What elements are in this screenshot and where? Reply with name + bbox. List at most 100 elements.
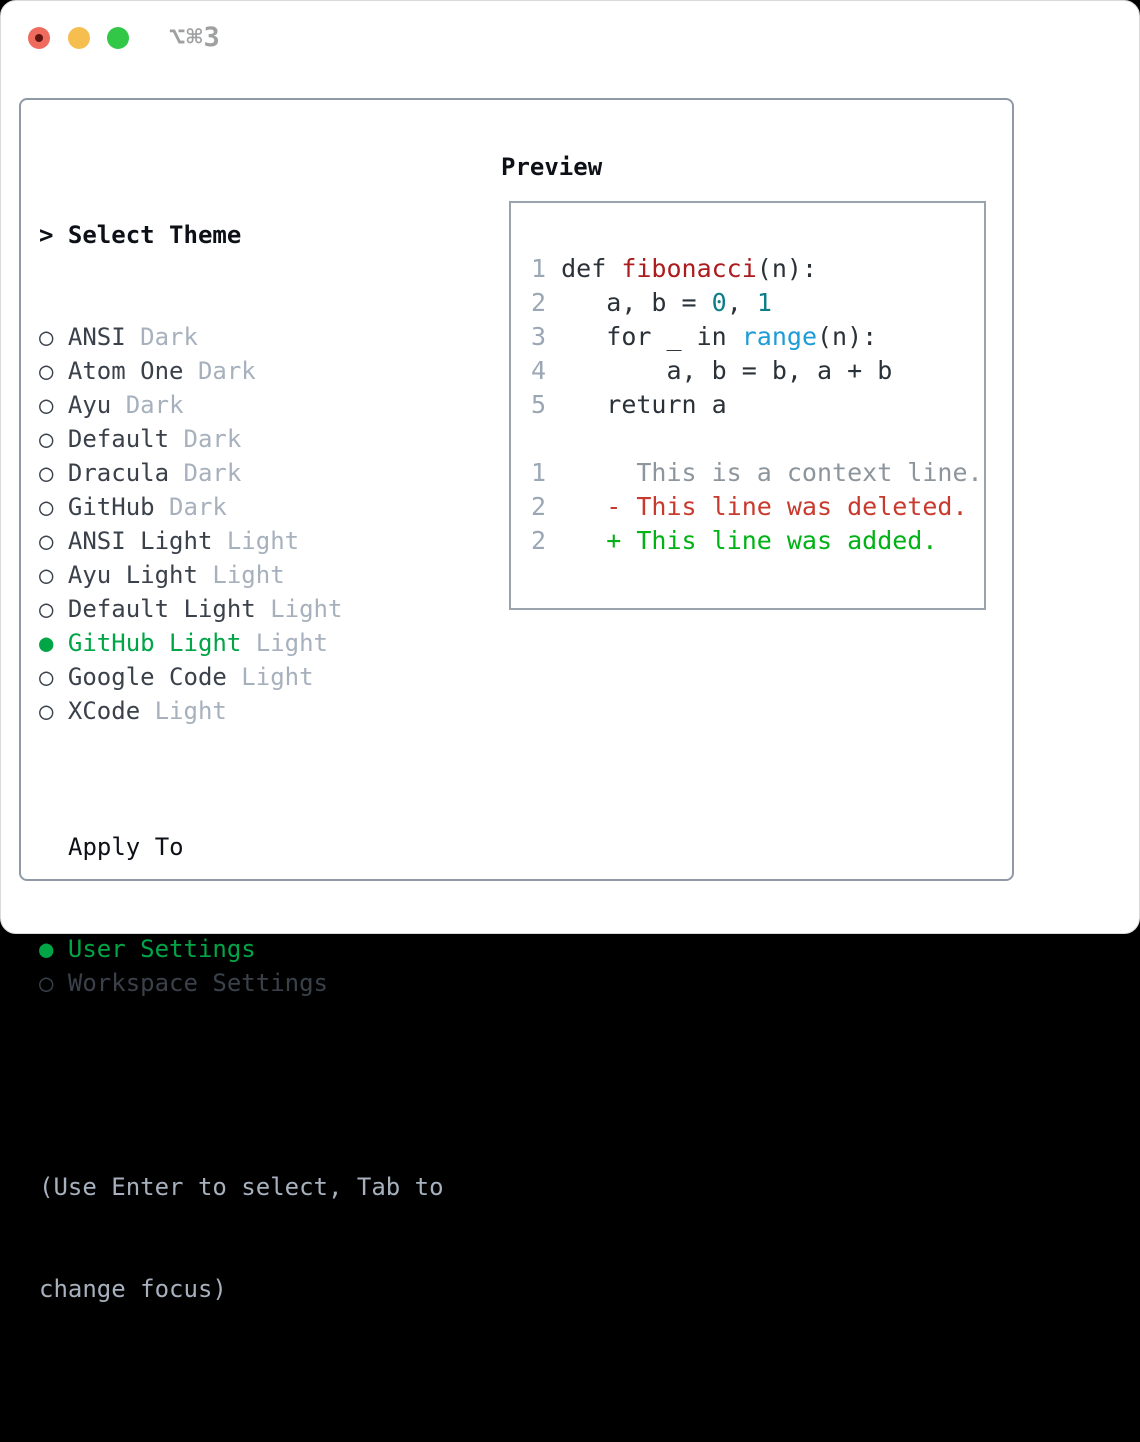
window-titlebar: ⌥⌘3 xyxy=(1,1,1139,77)
radio-icon: ○ xyxy=(39,527,68,555)
option-label: GitHub xyxy=(68,493,155,521)
preview-code-line: 2 - This line was deleted. xyxy=(531,490,983,524)
preview-header: Preview xyxy=(501,150,602,184)
radio-icon: ○ xyxy=(39,391,68,419)
option-type-label: Dark xyxy=(111,391,183,419)
option-label: GitHub Light xyxy=(68,629,241,657)
option-label: Ayu xyxy=(68,391,111,419)
code-segment: a, b = b, a + b xyxy=(546,356,892,385)
line-number: 1 xyxy=(531,254,546,283)
option-type-label: Dark xyxy=(169,459,241,487)
theme-option-google-code[interactable]: ○ Google Code Light xyxy=(39,660,444,694)
code-segment: (n): xyxy=(817,322,877,351)
radio-icon: ○ xyxy=(39,493,68,521)
radio-icon: ○ xyxy=(39,357,68,385)
window-shortcut-label: ⌥⌘3 xyxy=(169,22,221,53)
preview-code-line: 2 + This line was added. xyxy=(531,524,983,558)
code-segment: return a xyxy=(546,390,727,419)
radio-selected-icon: ● xyxy=(39,935,68,963)
option-type-label: Light xyxy=(140,697,227,725)
preview-code-line: 1 This is a context line. xyxy=(531,456,983,490)
preview-code-line: 5 return a xyxy=(531,388,983,422)
maximize-button[interactable] xyxy=(107,27,129,49)
minimize-button[interactable] xyxy=(68,27,90,49)
radio-icon: ○ xyxy=(39,697,68,725)
option-label: Google Code xyxy=(68,663,227,691)
prompt-caret-icon: > xyxy=(39,221,53,249)
preview-code-line xyxy=(531,422,983,456)
radio-icon: ○ xyxy=(39,425,68,453)
theme-option-default-light[interactable]: ○ Default Light Light xyxy=(39,592,444,626)
hint-line-2: change focus) xyxy=(39,1272,444,1306)
radio-selected-icon: ● xyxy=(39,629,68,657)
code-segment: + This line was added. xyxy=(546,526,937,555)
code-segment: (n): xyxy=(757,254,817,283)
line-number: 3 xyxy=(531,322,546,351)
theme-option-ansi[interactable]: ○ ANSI Dark xyxy=(39,320,444,354)
theme-option-ayu-light[interactable]: ○ Ayu Light Light xyxy=(39,558,444,592)
apply-to-header: Apply To xyxy=(39,830,444,864)
option-type-label: Light xyxy=(212,527,299,555)
theme-option-ansi-light[interactable]: ○ ANSI Light Light xyxy=(39,524,444,558)
code-segment: , xyxy=(727,288,757,317)
option-type-label: Dark xyxy=(126,323,198,351)
radio-icon: ○ xyxy=(39,561,68,589)
line-number: 1 xyxy=(531,458,546,487)
code-segment: This is a context line. xyxy=(546,458,983,487)
app-window: ⌥⌘3 > Select Theme ○ ANSI Dark○ Atom One… xyxy=(0,0,1140,934)
code-segment: a, b = xyxy=(546,288,712,317)
option-type-label: Dark xyxy=(184,357,256,385)
theme-option-dracula[interactable]: ○ Dracula Dark xyxy=(39,456,444,490)
theme-option-xcode[interactable]: ○ XCode Light xyxy=(39,694,444,728)
theme-list: ○ ANSI Dark○ Atom One Dark○ Ayu Dark○ De… xyxy=(39,320,444,728)
option-label: Dracula xyxy=(68,459,169,487)
option-label: Workspace Settings xyxy=(68,969,328,997)
line-number: 2 xyxy=(531,492,546,521)
theme-option-default[interactable]: ○ Default Dark xyxy=(39,422,444,456)
apply-option-user-settings[interactable]: ● User Settings xyxy=(39,932,444,966)
hint-text: (Use Enter to select, Tab to change focu… xyxy=(39,1102,444,1374)
option-type-label: Dark xyxy=(169,425,241,453)
radio-icon: ○ xyxy=(39,459,68,487)
option-label: Ayu Light xyxy=(68,561,198,589)
close-button[interactable] xyxy=(28,27,50,49)
option-type-label: Light xyxy=(227,663,314,691)
preview-code-line: 3 for _ in range(n): xyxy=(531,320,983,354)
settings-panel: > Select Theme ○ ANSI Dark○ Atom One Dar… xyxy=(19,98,1014,881)
radio-icon: ○ xyxy=(39,323,68,351)
option-label: Default xyxy=(68,425,169,453)
theme-option-github[interactable]: ○ GitHub Dark xyxy=(39,490,444,524)
code-segment: range xyxy=(742,322,817,351)
code-segment: for _ in xyxy=(546,322,742,351)
preview-code-line: 2 a, b = 0, 1 xyxy=(531,286,983,320)
radio-icon: ○ xyxy=(39,595,68,623)
theme-option-github-light[interactable]: ● GitHub Light Light xyxy=(39,626,444,660)
theme-option-ayu[interactable]: ○ Ayu Dark xyxy=(39,388,444,422)
option-label: ANSI xyxy=(68,323,126,351)
line-number: 2 xyxy=(531,288,546,317)
code-segment: fibonacci xyxy=(621,254,756,283)
code-segment: 0 xyxy=(712,288,727,317)
line-number: 2 xyxy=(531,526,546,555)
code-segment: - This line was deleted. xyxy=(546,492,967,521)
option-label: User Settings xyxy=(68,935,256,963)
theme-selector-column: > Select Theme ○ ANSI Dark○ Atom One Dar… xyxy=(39,150,444,1442)
code-segment: 1 xyxy=(757,288,772,317)
select-theme-header: > Select Theme xyxy=(39,218,444,252)
option-label: ANSI Light xyxy=(68,527,213,555)
option-type-label: Light xyxy=(198,561,285,589)
hint-line-1: (Use Enter to select, Tab to xyxy=(39,1170,444,1204)
radio-icon: ○ xyxy=(39,663,68,691)
preview-code-line: 1 def fibonacci(n): xyxy=(531,252,983,286)
theme-option-atom-one[interactable]: ○ Atom One Dark xyxy=(39,354,444,388)
radio-icon: ○ xyxy=(39,969,68,997)
option-label: Atom One xyxy=(68,357,184,385)
option-label: XCode xyxy=(68,697,140,725)
apply-to-list: ● User Settings○ Workspace Settings xyxy=(39,932,444,1000)
option-type-label: Light xyxy=(241,629,328,657)
option-label: Default Light xyxy=(68,595,256,623)
preview-code-line: 4 a, b = b, a + b xyxy=(531,354,983,388)
apply-option-workspace-settings[interactable]: ○ Workspace Settings xyxy=(39,966,444,1000)
